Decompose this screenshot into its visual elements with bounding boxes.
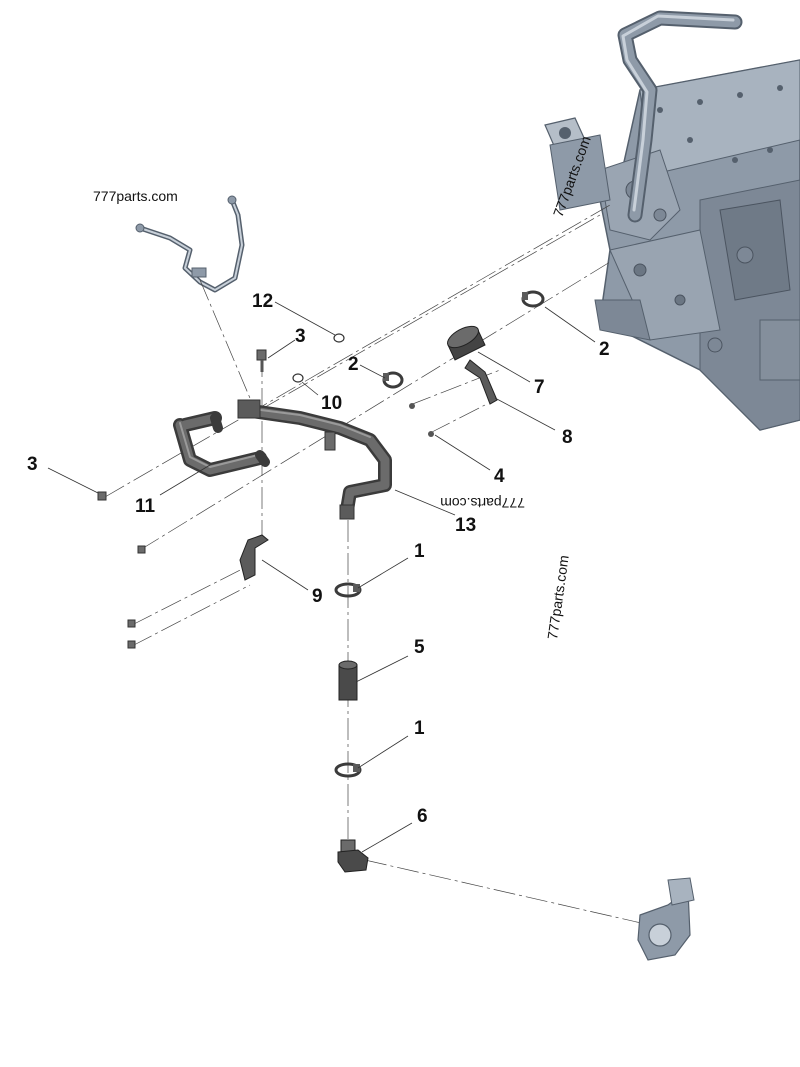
callout-1-top: 1 xyxy=(414,541,425,562)
coolant-tube-assembly xyxy=(173,399,392,520)
thermostat-housing xyxy=(637,877,695,961)
bolt-bracket-upper xyxy=(137,545,146,554)
engine-coolant-pipe xyxy=(617,10,743,223)
watermark-rotated-right: 777parts.com xyxy=(544,554,572,640)
leader-lines xyxy=(47,301,596,853)
bolt-bracket-a xyxy=(127,619,136,628)
watermark-mirrored: 777parts.com xyxy=(440,495,525,511)
callout-4: 4 xyxy=(494,466,505,487)
hose-5 xyxy=(338,660,358,701)
bolt-8-small xyxy=(409,403,415,409)
bolt-4 xyxy=(428,431,434,437)
callout-9: 9 xyxy=(312,586,323,607)
hose-7 xyxy=(447,325,486,361)
callout-2-right: 2 xyxy=(599,339,610,360)
elbow-fitting-6 xyxy=(337,839,369,873)
callout-13: 13 xyxy=(455,515,476,536)
bolt-3-left xyxy=(97,491,107,501)
callout-11: 11 xyxy=(135,496,156,517)
assembly-center-lines xyxy=(104,204,651,926)
watermarks: 777parts.com 777parts.com 777parts.com 7… xyxy=(93,134,594,641)
callout-10: 10 xyxy=(321,393,342,414)
sensor-harness xyxy=(135,195,245,293)
engine-block xyxy=(544,59,800,431)
callout-8: 8 xyxy=(562,427,573,448)
bracket-9 xyxy=(239,534,269,581)
o-ring-10 xyxy=(292,373,304,383)
callout-2-left: 2 xyxy=(348,354,359,375)
hose-clamp-2-left xyxy=(382,371,404,389)
callout-3-top: 3 xyxy=(295,326,306,347)
bracket-8 xyxy=(464,359,498,405)
bolt-3-top xyxy=(256,349,267,372)
hose-clamp-1-bottom xyxy=(334,762,362,778)
callout-1-bottom: 1 xyxy=(414,718,425,739)
callout-5: 5 xyxy=(414,637,425,658)
callout-6: 6 xyxy=(417,806,428,827)
hose-clamp-1-top xyxy=(334,582,362,598)
hose-clamp-2-right xyxy=(521,290,545,308)
callout-7: 7 xyxy=(534,377,545,398)
watermark-top-left: 777parts.com xyxy=(93,188,178,204)
callout-12: 12 xyxy=(252,291,273,312)
o-ring-12 xyxy=(333,333,345,343)
callout-labels: 12 3 2 10 2 7 8 3 11 4 13 1 9 5 1 6 xyxy=(27,291,610,827)
callout-3-left: 3 xyxy=(27,454,38,475)
bolt-bracket-b xyxy=(127,640,136,649)
